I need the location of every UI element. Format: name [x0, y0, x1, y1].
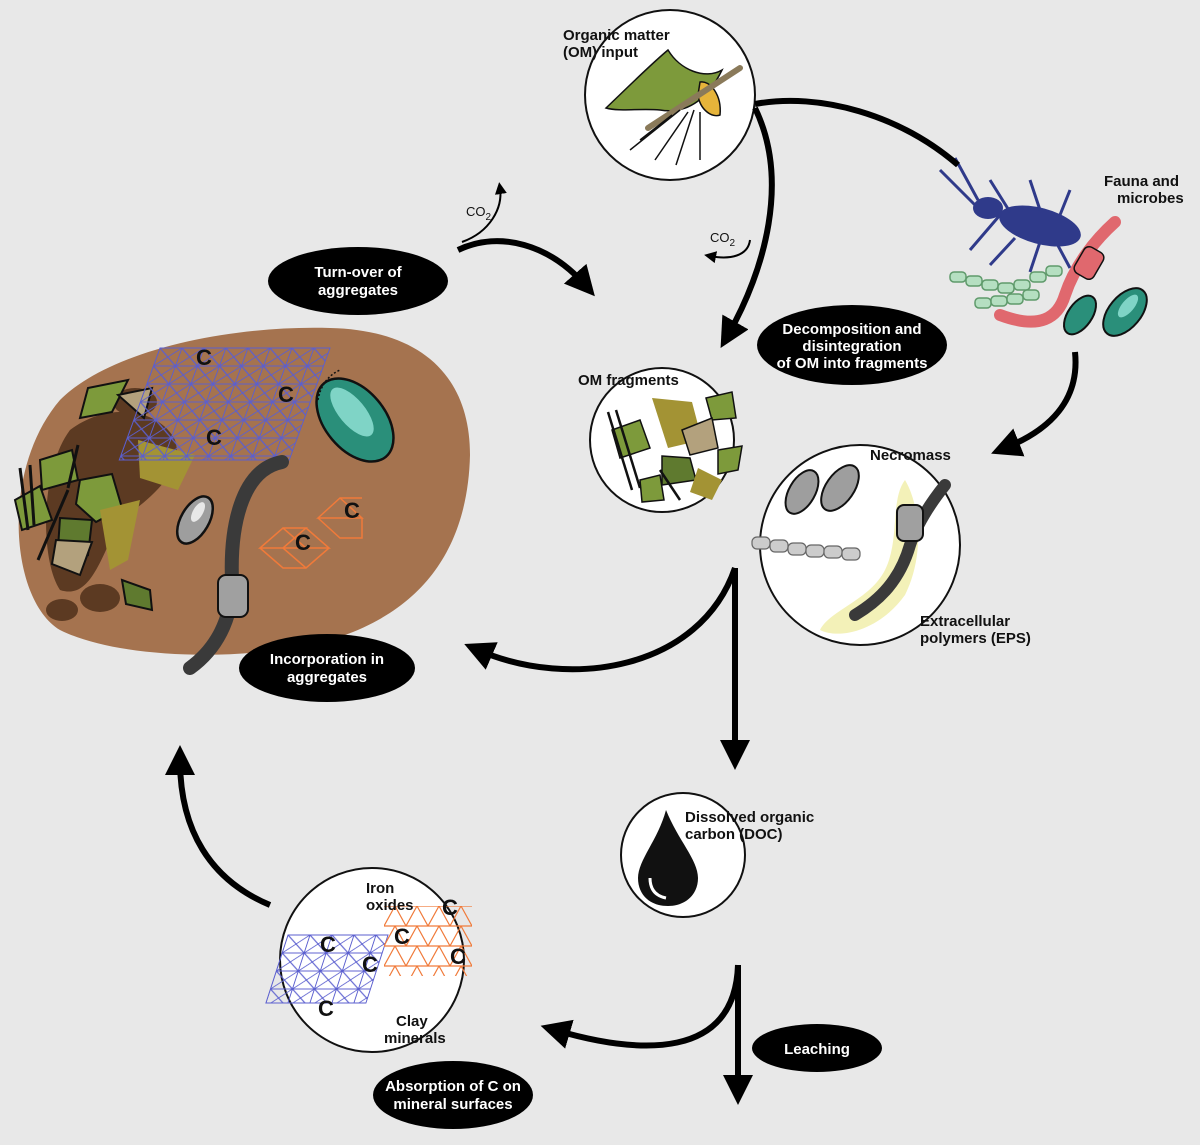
doc-label: Dissolved organic: [685, 809, 814, 826]
arrow-fauna-link: [754, 97, 960, 168]
svg-text:Leaching: Leaching: [784, 1041, 850, 1058]
arrow-necromass-to-aggregates: [464, 567, 738, 673]
process-absorption: Absorption of C on mineral surfaces: [373, 1061, 533, 1129]
svg-text:Incorporation in: Incorporation in: [270, 651, 384, 668]
co2-arrow: [704, 239, 751, 264]
eps-coating: [820, 480, 919, 634]
carbon-label: C: [362, 952, 378, 977]
hypha-septum: [217, 574, 249, 618]
svg-text:aggregates: aggregates: [318, 282, 398, 299]
arrow-minerals-to-aggregates: [165, 745, 272, 908]
fauna-label: microbes: [1117, 190, 1184, 207]
svg-text:disintegration: disintegration: [802, 338, 901, 355]
carbon-label: C: [318, 996, 334, 1021]
hypha-septum: [896, 504, 924, 542]
doc-node: Dissolved organic carbon (DOC): [620, 792, 814, 918]
process-incorporation: Incorporation in aggregates: [239, 634, 415, 702]
arrow-doc-to-minerals: [540, 964, 741, 1049]
iron-oxide-crystal: [257, 496, 364, 569]
svg-text:mineral surfaces: mineral surfaces: [393, 1096, 512, 1113]
svg-text:aggregates: aggregates: [287, 669, 367, 686]
carbon-label: C: [394, 924, 410, 949]
iron-oxide-crystal: [384, 906, 472, 976]
om-input-label: (OM) input: [563, 44, 638, 61]
iron-oxides-label: oxides: [366, 897, 414, 914]
process-turnover: Turn-over of aggregates: [268, 247, 448, 315]
clay-minerals-label: Clay: [396, 1013, 428, 1030]
svg-text:Turn-over of: Turn-over of: [314, 264, 402, 281]
carbon-label: C: [206, 425, 222, 450]
minerals-node: C C C C C C Iron oxides Clay minerals: [265, 867, 472, 1053]
humus-patch: [46, 599, 78, 621]
carbon-label: C: [344, 498, 360, 523]
root-lines-icon: [629, 109, 701, 166]
clay-mineral-lattice: [118, 347, 331, 461]
carbon-label: C: [295, 530, 311, 555]
svg-text:of OM into fragments: of OM into fragments: [777, 355, 928, 372]
doc-label: carbon (DOC): [685, 826, 783, 843]
svg-text:Absorption of C on: Absorption of C on: [385, 1078, 521, 1095]
root-stick: [18, 467, 30, 531]
co2-label: CO2: [710, 230, 736, 249]
microbe-teal: [315, 369, 395, 463]
clay-mineral-lattice: [265, 934, 389, 1004]
co2-label: CO2: [466, 204, 492, 223]
om-fragments-label: OM fragments: [578, 372, 679, 389]
water-drop-icon: [638, 810, 698, 906]
process-decomposition: Decomposition and disintegration of OM i…: [757, 305, 947, 385]
hyphae-chain-icon: [949, 265, 1063, 309]
arrow-fauna-to-necromass: [991, 351, 1079, 457]
carbon-label: C: [278, 382, 294, 407]
leaf-fragment: [78, 378, 130, 420]
om-fragments-node: OM fragments: [578, 367, 743, 513]
carbon-label: C: [320, 932, 336, 957]
fauna-label: Fauna and: [1104, 173, 1179, 190]
arrow-input-to-fragments: [720, 106, 775, 349]
fungal-hypha: [849, 479, 951, 621]
leaf-fragment: [100, 500, 140, 570]
root-stick: [66, 444, 80, 489]
om-input-node: Organic matter (OM) input: [563, 9, 756, 181]
svg-text:Decomposition and: Decomposition and: [782, 321, 921, 338]
iron-oxides-label: Iron: [366, 880, 394, 897]
earthworm-icon: [994, 216, 1121, 328]
om-input-label: Organic matter: [563, 27, 670, 44]
fauna-microbes-group: Fauna and microbes: [938, 157, 1184, 337]
process-leaching: Leaching: [752, 1024, 882, 1072]
leaf-fragment: [120, 578, 154, 612]
arrow-turnover-to-fragments: [456, 238, 595, 297]
necromass-hypha-chain: [751, 536, 861, 561]
soil-aggregate: C C C C C: [13, 327, 470, 675]
microbe-grey: [820, 464, 860, 512]
carbon-label: C: [442, 895, 458, 920]
humus-patch: [80, 584, 120, 612]
carbon-label: C: [450, 944, 466, 969]
root-stick: [36, 489, 70, 561]
eps-label: Extracellular: [920, 613, 1010, 630]
root-stick: [28, 464, 36, 526]
necromass-label: Necromass: [870, 447, 951, 464]
flow-arrows: [165, 97, 1079, 1105]
carbon-label: C: [196, 345, 212, 370]
necromass-node: Necromass Extracellular polymers (EPS): [751, 444, 1031, 647]
co2-release-arrows: [461, 182, 751, 264]
microbe-grey: [175, 495, 215, 545]
eps-label: polymers (EPS): [920, 630, 1031, 647]
leaf-fragment: [50, 538, 94, 577]
microbe-teal: [1063, 294, 1097, 336]
microbe-grey: [784, 469, 820, 515]
clay-minerals-label: minerals: [384, 1030, 446, 1047]
co2-arrow: [461, 182, 507, 243]
beetle-icon: [938, 157, 1081, 273]
